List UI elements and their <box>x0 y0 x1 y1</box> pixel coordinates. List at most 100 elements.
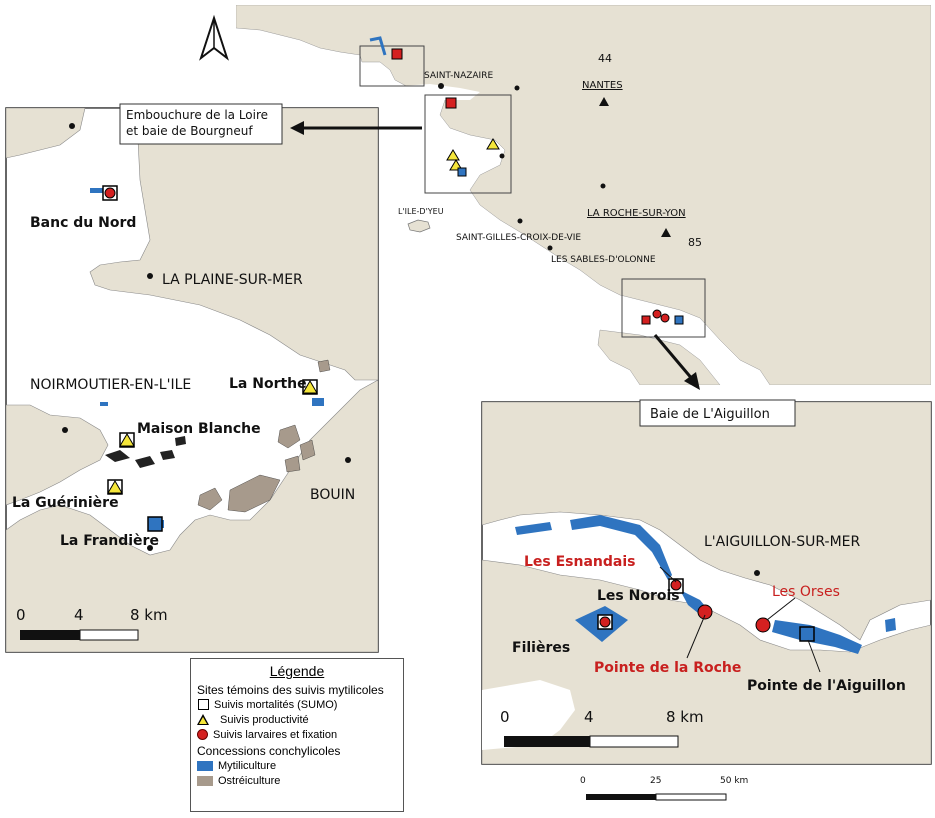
site-maison-blanche-label: Maison Blanche <box>137 421 261 437</box>
overview-site-marker <box>457 167 467 177</box>
town-la-plaine-label: LA PLAINE-SUR-MER <box>162 272 303 288</box>
legend-item-mortality: Suivis mortalités (SUMO) <box>197 697 397 712</box>
square-marker-icon <box>198 699 209 710</box>
loire-noirmoutier-island <box>6 404 109 506</box>
town-bouin-label: BOUIN <box>310 487 355 503</box>
loire-land-nw <box>6 108 86 159</box>
triangle-marker-icon <box>197 714 209 725</box>
aiguillon-title-box <box>639 399 796 427</box>
overview-scale-tick: 50 km <box>720 776 748 786</box>
site-pointe-de-l-aiguillon-mortality-marker <box>799 626 815 642</box>
pointer-arrow-aiguillon <box>653 334 700 390</box>
legend-item-mussel: Mytiliculture <box>197 758 397 773</box>
aiguillon-scale-tick: 4 <box>584 708 594 726</box>
overview-loire-estuary <box>400 84 480 100</box>
overview-town-dot <box>547 245 553 251</box>
aiguillon-land-north <box>482 402 931 641</box>
town-dot <box>147 545 153 551</box>
circle-marker-icon <box>197 729 208 740</box>
loire-scale-tick: 0 <box>16 606 26 624</box>
site-filieres-larval-marker <box>599 616 611 628</box>
site-banc-du-nord-larval-marker <box>104 187 116 199</box>
loire-inset: Banc du Nord LA PLAINE-SUR-MER NOIRMOUTI… <box>5 103 379 653</box>
overview-town-dot <box>499 153 505 159</box>
legend-group-concessions: Concessions conchylicoles <box>197 744 341 758</box>
aiguillon-inset: L'AIGUILLON-SUR-MER Les Esnandais Les No… <box>481 399 932 765</box>
overview-town-dot <box>438 83 444 89</box>
town-dot <box>345 457 351 463</box>
site-la-northe-label: La Northe <box>229 376 307 392</box>
department-44-label: 44 <box>598 52 612 65</box>
loire-title-line2: et baie de Bourgneuf <box>126 124 253 138</box>
city-saint-gilles: SAINT-GILLES-CROIX-DE-VIE <box>456 233 581 243</box>
pointer-arrow-loire <box>290 121 422 135</box>
leader-line <box>686 614 706 659</box>
site-les-orses-larval-marker <box>755 617 771 633</box>
overview-site-marker <box>446 149 460 161</box>
legend-group-sites: Sites témoins des suivis mytilicoles <box>197 683 384 697</box>
site-pointe-de-l-aiguillon-label: Pointe de l'Aiguillon <box>747 678 906 694</box>
town-noirmoutier-label: NOIRMOUTIER-EN-L'ILE <box>30 377 191 393</box>
aiguillon-sea-lower <box>482 680 575 750</box>
loire-title-line1: Embouchure de la Loire <box>126 108 268 122</box>
legend-item-larval-label: Suivis larvaires et fixation <box>213 728 338 741</box>
site-la-gueriniere-label: La Guérinière <box>12 495 119 511</box>
leader-line <box>659 566 677 583</box>
overview-box-aiguillon <box>621 278 706 338</box>
department-85-label: 85 <box>688 236 702 249</box>
aiguillon-title: Baie de L'Aiguillon <box>650 407 770 422</box>
marsh-features <box>105 436 186 468</box>
legend-item-productivity-label: Suivis productivité <box>220 713 309 726</box>
loire-title-box <box>119 103 283 145</box>
town-dot <box>69 123 75 129</box>
aiguillon-scale-tick: 0 <box>500 708 510 726</box>
aiguillon-scale-bar: 0 4 8 km <box>500 708 704 748</box>
legend-item-mortality-label: Suivis mortalités (SUMO) <box>214 698 338 711</box>
overview-scale-bar: 0 25 50 km <box>580 776 748 801</box>
overview-site-marker <box>641 315 651 325</box>
site-les-esnandais-larval-marker <box>670 579 682 591</box>
oyster-concessions <box>197 359 331 513</box>
aiguillon-mussel-concessions <box>515 515 896 654</box>
site-maison-blanche-productivity-marker <box>119 433 135 447</box>
legend-item-oyster: Ostréiculture <box>197 773 397 788</box>
mussel-swatch-icon <box>197 760 213 771</box>
overview-ile-d-yeu <box>407 219 431 233</box>
town-dot <box>147 273 153 279</box>
site-pointe-de-la-roche-label: Pointe de la Roche <box>594 660 741 676</box>
site-la-frandiere-mortality-marker <box>147 516 163 532</box>
leader-line <box>807 639 821 673</box>
legend-item-oyster-label: Ostréiculture <box>218 774 281 787</box>
site-les-orses-label: Les Orses <box>772 584 840 600</box>
site-banc-du-nord-label: Banc du Nord <box>30 215 136 231</box>
overview-prefecture-marker <box>599 97 609 106</box>
loire-scale-bar: 0 4 8 km <box>16 606 168 641</box>
overview-scale-tick: 0 <box>580 776 586 786</box>
north-arrow-icon <box>199 14 229 61</box>
aiguillon-town-dot <box>754 570 760 576</box>
overview-land-north <box>236 5 931 385</box>
overview-site-marker <box>445 97 457 109</box>
town-dot <box>62 427 68 433</box>
aiguillon-scale-tick: 8 km <box>666 708 704 726</box>
legend-item-mussel-label: Mytiliculture <box>218 759 277 772</box>
legend-item-productivity: Suivis productivité <box>197 712 397 727</box>
overview-site-marker <box>486 138 500 150</box>
overview-scale-tick: 25 <box>650 776 661 786</box>
oyster-swatch-icon <box>197 775 213 786</box>
aiguillon-land-south <box>482 559 931 764</box>
site-la-frandiere-label: La Frandière <box>60 533 159 549</box>
city-saint-nazaire: SAINT-NAZAIRE <box>424 71 493 81</box>
overview-town-dot <box>514 85 520 91</box>
overview-site-marker <box>674 315 684 325</box>
overview-site-marker <box>391 48 403 60</box>
site-la-northe-productivity-marker <box>302 380 318 394</box>
loire-land-north <box>6 108 378 381</box>
overview-box-loire <box>424 94 512 194</box>
overview-town-dot <box>600 183 606 189</box>
legend: Légende Sites témoins des suivis mytilic… <box>190 658 404 812</box>
site-pointe-de-la-roche-larval-marker <box>697 604 713 620</box>
site-filieres-label: Filières <box>512 640 570 656</box>
site-les-norois-label: Les Norois <box>597 588 680 604</box>
